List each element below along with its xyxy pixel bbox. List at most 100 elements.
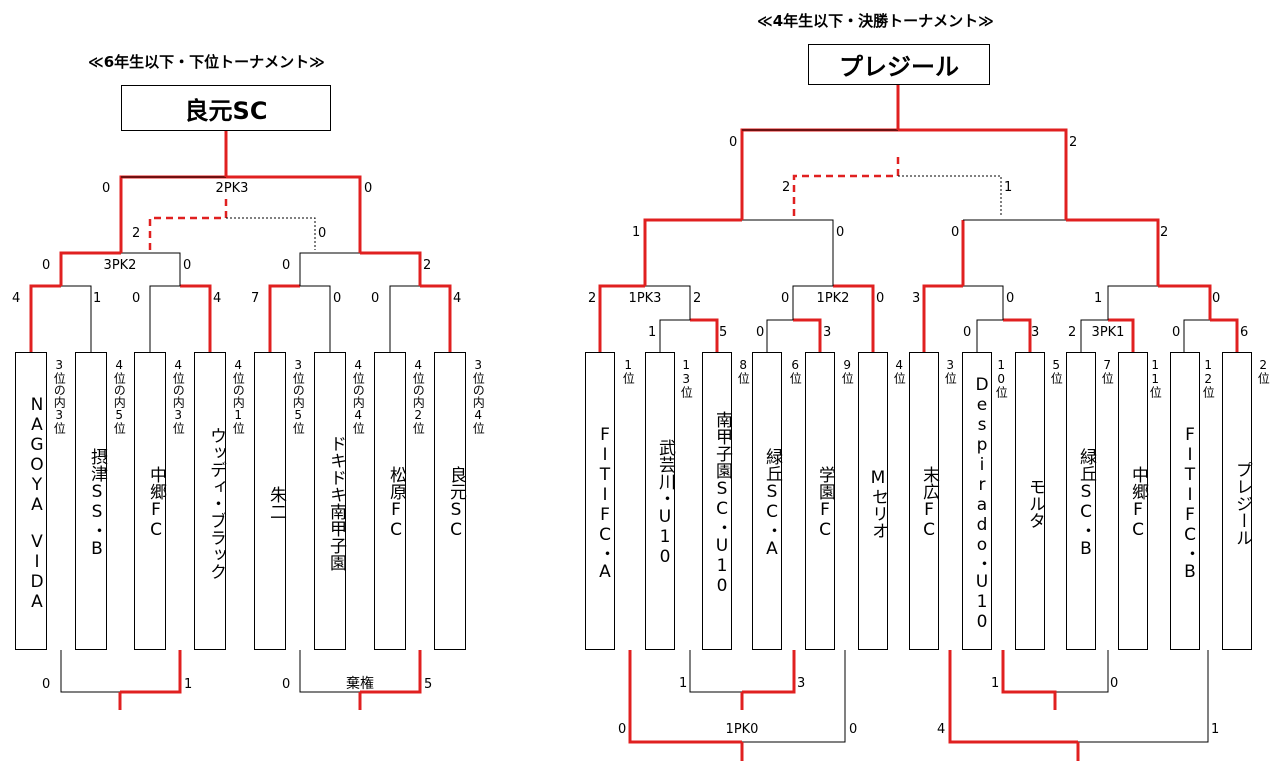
match-score: 3 <box>797 676 806 691</box>
match-score: 5 <box>424 677 433 692</box>
team-name: NAGOYA VIDA <box>27 394 47 612</box>
team-name: 良元SC <box>446 466 466 540</box>
match-score: 1 <box>93 291 102 306</box>
team-rank: 4位の内4位 <box>351 358 366 434</box>
match-score: 0 <box>132 291 141 306</box>
match-score: 1PK2 <box>816 291 850 306</box>
match-score: 3PK2 <box>103 258 137 273</box>
match-score: 2 <box>782 180 791 195</box>
left-team-box: ウッディ・ブラック <box>194 352 226 650</box>
match-score: 0 <box>1212 291 1221 306</box>
match-score: 1 <box>1004 180 1013 195</box>
right-team-box: 中郷FC <box>1118 352 1148 650</box>
match-score: 0 <box>876 291 885 306</box>
team-name: 緑丘SC・B <box>1076 447 1096 559</box>
match-score: 0 <box>756 325 765 340</box>
match-score: 3PK1 <box>1091 325 1125 340</box>
match-score: 0 <box>951 225 960 240</box>
right-team-box: FITIFC・B <box>1170 352 1200 650</box>
match-score: 2 <box>693 291 702 306</box>
team-rank: 4位 <box>892 358 907 384</box>
team-rank: 3位の内4位 <box>471 358 486 434</box>
match-score: 1 <box>1211 722 1220 737</box>
match-score: 1PK0 <box>725 722 759 737</box>
match-score: 4 <box>213 291 222 306</box>
forfeit-label: 棄権 <box>346 676 374 692</box>
match-score: 2 <box>132 226 141 241</box>
match-score: 2PK3 <box>215 181 249 196</box>
team-name: ドキドキ南甲子園 <box>326 435 346 571</box>
team-rank: 3位の内3位 <box>52 358 67 434</box>
team-name: 朱二 <box>266 486 286 520</box>
match-score: 1 <box>991 676 1000 691</box>
match-score: 0 <box>1006 291 1015 306</box>
left-team-box: 朱二 <box>254 352 286 650</box>
right-team-box: 武芸川・U10 <box>645 352 675 650</box>
team-name: モルタ <box>1025 477 1045 529</box>
match-score: 0 <box>836 225 845 240</box>
team-name: FITIFC・B <box>1180 424 1200 582</box>
match-score: 4 <box>12 291 21 306</box>
right-heading: ≪4年生以下・決勝トーナメント≫ <box>757 12 994 30</box>
team-name: 緑丘SC・A <box>762 447 782 559</box>
match-score: 0 <box>729 135 738 150</box>
team-name: Despirado・U10 <box>972 374 992 632</box>
match-score: 2 <box>588 291 597 306</box>
match-score: 3 <box>1031 325 1040 340</box>
right-team-box: 緑丘SC・A <box>752 352 782 650</box>
right-team-box: プレジール <box>1222 352 1252 650</box>
team-name: 末広FC <box>919 466 939 540</box>
match-score: 0 <box>42 258 51 273</box>
team-rank: 8位 <box>736 358 751 384</box>
match-score: 0 <box>282 677 291 692</box>
right-team-box: 末広FC <box>909 352 939 650</box>
match-score: 0 <box>1172 325 1181 340</box>
left-team-box: ドキドキ南甲子園 <box>314 352 346 650</box>
match-score: 0 <box>1110 676 1119 691</box>
team-name: 松原FC <box>386 466 406 540</box>
match-score: 5 <box>719 325 728 340</box>
match-score: 6 <box>1240 325 1249 340</box>
match-score: 1 <box>679 676 688 691</box>
match-score: 0 <box>849 722 858 737</box>
team-rank: 7位 <box>1100 358 1115 384</box>
match-score: 1 <box>632 225 641 240</box>
right-team-box: 南甲子園SC・U10 <box>702 352 732 650</box>
match-score: 0 <box>333 291 342 306</box>
match-score: 2 <box>1160 225 1169 240</box>
team-name: 中郷FC <box>1128 466 1148 540</box>
team-rank: 10位 <box>994 358 1009 398</box>
match-score: 0 <box>963 325 972 340</box>
team-name: ウッディ・ブラック <box>206 426 226 580</box>
team-rank: 4位の内3位 <box>171 358 186 434</box>
left-team-box: 良元SC <box>434 352 466 650</box>
team-rank: 3位 <box>943 358 958 384</box>
match-score: 1 <box>184 677 193 692</box>
left-team-box: 松原FC <box>374 352 406 650</box>
match-score: 0 <box>371 291 380 306</box>
match-score: 0 <box>42 677 51 692</box>
left-champion-box: 良元SC <box>121 85 331 131</box>
match-score: 3 <box>912 291 921 306</box>
team-rank: 4位の内5位 <box>112 358 127 434</box>
match-score: 1PK3 <box>628 291 662 306</box>
team-rank: 1位 <box>621 358 636 384</box>
right-team-box: FITIFC・A <box>585 352 615 650</box>
team-rank: 11位 <box>1148 358 1163 398</box>
left-team-box: NAGOYA VIDA <box>15 352 47 650</box>
right-team-box: モルタ <box>1015 352 1045 650</box>
match-score: 1 <box>648 325 657 340</box>
match-score: 0 <box>318 226 327 241</box>
right-team-box: Despirado・U10 <box>962 352 992 650</box>
team-name: Mセリオ <box>868 467 888 539</box>
team-name: FITIFC・A <box>595 424 615 582</box>
match-score: 0 <box>282 258 291 273</box>
right-bracket-lines <box>598 85 1239 761</box>
team-rank: 3位の内5位 <box>291 358 306 434</box>
left-bracket-lines <box>29 131 452 710</box>
team-rank: 5位 <box>1049 358 1064 384</box>
team-name: プレジール <box>1232 460 1252 546</box>
right-champion-box: プレジール <box>808 44 990 85</box>
match-score: 2 <box>1069 135 1078 150</box>
